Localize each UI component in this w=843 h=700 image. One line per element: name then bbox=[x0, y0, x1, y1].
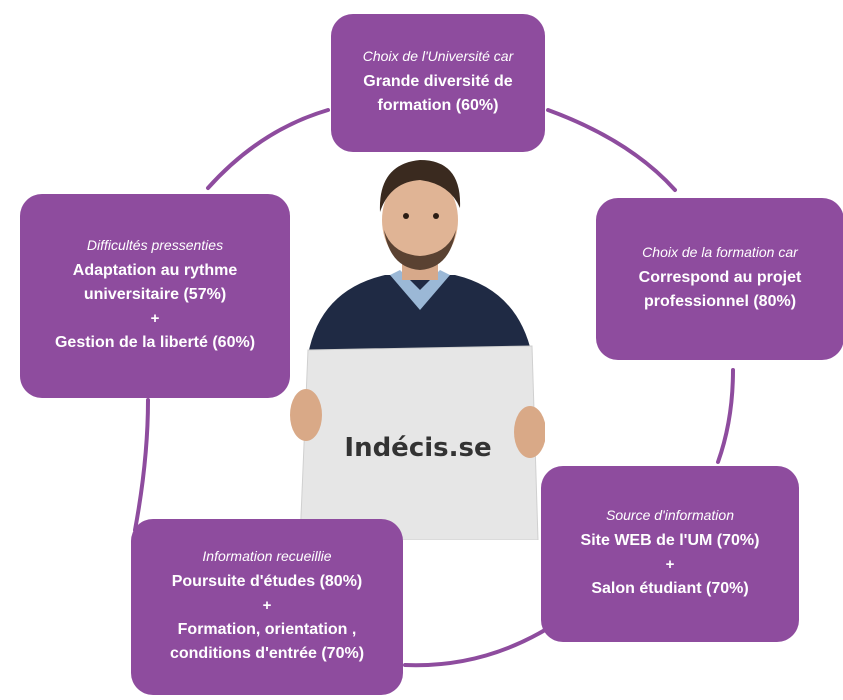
hair bbox=[379, 160, 461, 212]
box-line: Grande diversité de bbox=[363, 73, 513, 90]
box-information-source: Source d'information Site WEB de l'UM (7… bbox=[541, 466, 799, 642]
box-plus: + bbox=[665, 556, 675, 573]
box-information-collected: Information recueillie Poursuite d'étude… bbox=[131, 519, 403, 695]
box-caption: Information recueillie bbox=[202, 548, 332, 564]
person-illustration: Indécis.se bbox=[290, 160, 545, 540]
box-line: Salon étudiant (70%) bbox=[591, 580, 749, 597]
box-line: Site WEB de l'UM (70%) bbox=[580, 532, 760, 549]
sign-text: Indécis.se bbox=[344, 433, 491, 463]
sign-board bbox=[299, 345, 539, 540]
box-line: Correspond au projet bbox=[638, 269, 802, 286]
ring-arc-bottomright-bottomleft bbox=[403, 628, 547, 668]
box-line: Poursuite d'études (80%) bbox=[171, 573, 363, 590]
left-hand bbox=[290, 389, 322, 441]
ring-arc-bottomleft-left bbox=[133, 398, 150, 532]
ring-arc-top-right bbox=[546, 108, 677, 192]
box-university-choice: Choix de l'Université car Grande diversi… bbox=[331, 14, 545, 152]
box-line: universitaire (57%) bbox=[83, 286, 227, 303]
box-line: professionnel (80%) bbox=[643, 293, 797, 310]
beard bbox=[384, 230, 456, 270]
box-caption: Choix de la formation car bbox=[642, 244, 798, 260]
left-eye bbox=[403, 213, 409, 219]
right-hand bbox=[514, 406, 545, 458]
head bbox=[382, 172, 458, 268]
box-caption: Source d'information bbox=[606, 507, 734, 523]
box-plus: + bbox=[262, 597, 272, 614]
box-line: Adaptation au rythme bbox=[72, 262, 238, 279]
right-eye bbox=[433, 213, 439, 219]
box-plus: + bbox=[150, 310, 160, 327]
box-line: conditions d'entrée (70%) bbox=[169, 645, 365, 662]
box-caption: Difficultés pressenties bbox=[86, 237, 224, 253]
box-program-choice: Choix de la formation car Correspond au … bbox=[596, 198, 843, 360]
box-line: formation (60%) bbox=[377, 97, 499, 114]
ring-arc-right-bottomright bbox=[716, 368, 735, 464]
box-line: Gestion de la liberté (60%) bbox=[54, 334, 256, 351]
box-line: Formation, orientation , bbox=[177, 621, 357, 638]
box-anticipated-difficulties: Difficultés pressenties Adaptation au ry… bbox=[20, 194, 290, 398]
box-caption: Choix de l'Université car bbox=[362, 48, 514, 64]
sweater bbox=[308, 275, 532, 355]
ring-arc-left-top bbox=[206, 108, 330, 190]
